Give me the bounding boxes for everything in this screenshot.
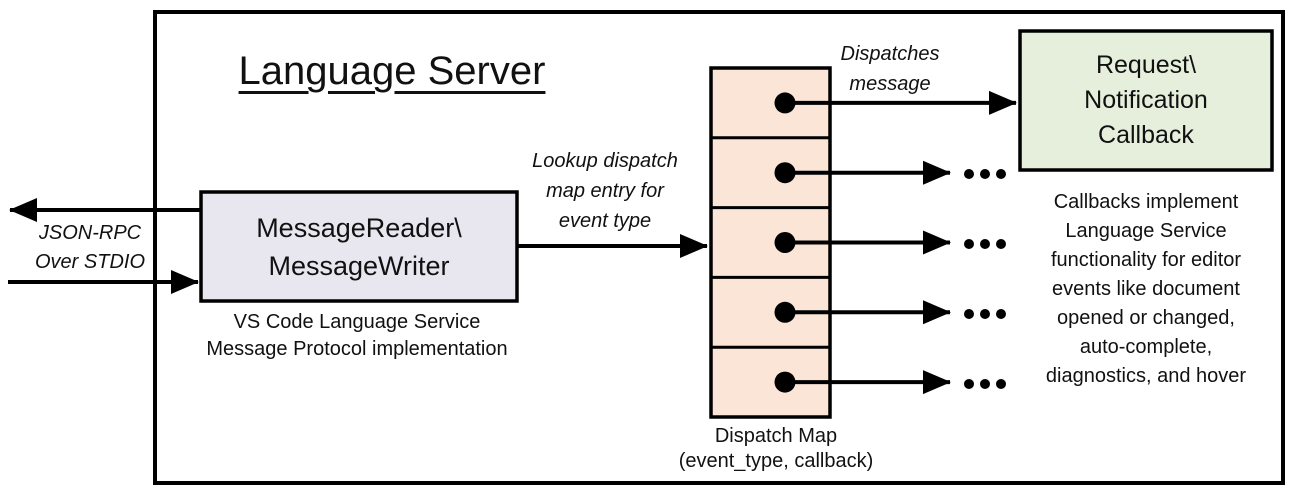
- diagram-title-text: Language Server: [238, 49, 546, 93]
- diagram-title: Language Server: [192, 48, 592, 94]
- json-rpc-stdio-label: JSON-RPC Over STDIO: [34, 222, 145, 273]
- lookup-dispatch-label: Lookup dispatch map entry for event type: [532, 150, 678, 232]
- language-server-boundary-box: [153, 10, 1285, 485]
- request-notification-callback-label: Request\ Notification Callback: [1084, 51, 1208, 149]
- ellipsis: [964, 309, 1006, 319]
- ellipsis: [964, 239, 1006, 249]
- request-notification-callback-box: [1018, 29, 1274, 172]
- message-reader-writer-label: MessageReader\ MessageWriter: [256, 212, 462, 281]
- dispatches-message-label: Dispatches message: [840, 43, 940, 95]
- callbacks-description: Callbacks implement Language Service fun…: [1045, 191, 1247, 387]
- ellipsis: [964, 379, 1006, 389]
- reader-writer-caption: VS Code Language Service Message Protoco…: [206, 311, 508, 360]
- dispatch-map-caption: Dispatch Map (event_type, callback): [678, 425, 874, 472]
- ellipsis: [964, 169, 1006, 179]
- message-reader-writer-box: [199, 190, 519, 303]
